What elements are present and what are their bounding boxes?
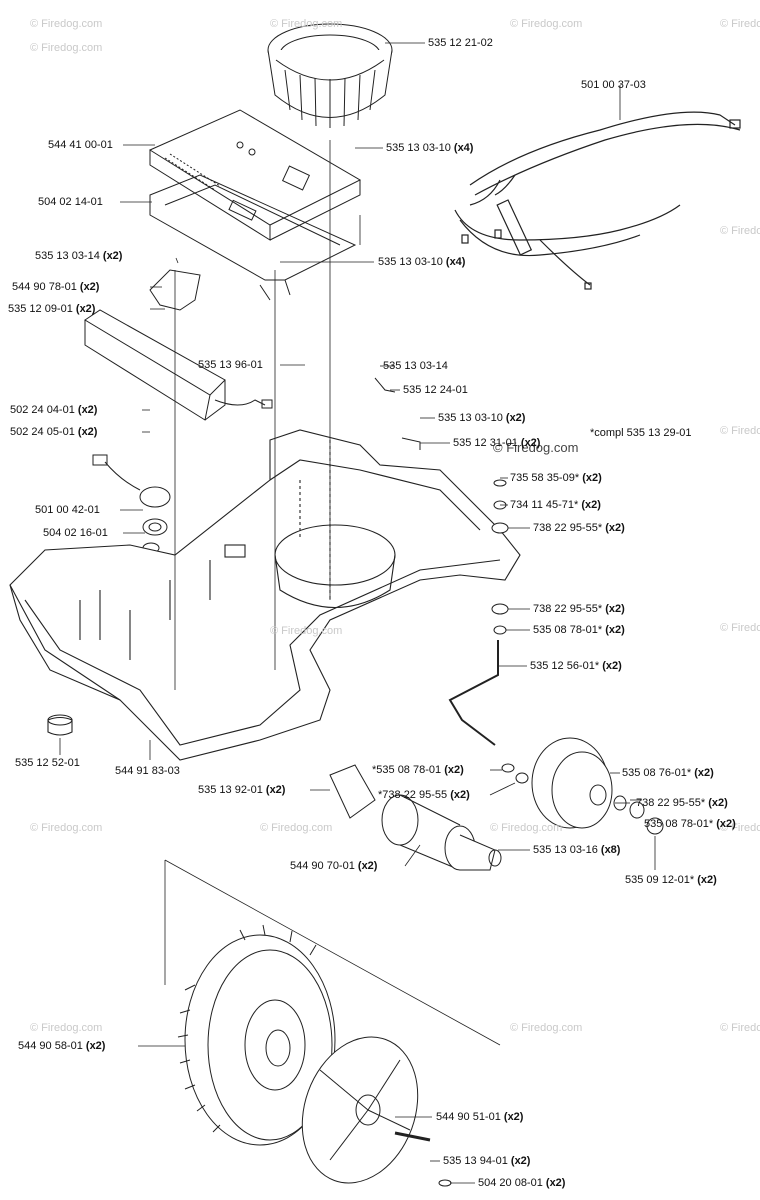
watermark: © Firedog.com [490, 822, 563, 834]
watermark: © Firedog.com [30, 1022, 103, 1034]
part-label: 535 12 56-01* (x2) [530, 660, 622, 672]
chassis-part [9, 429, 521, 761]
circuit-board-part [148, 109, 362, 241]
part-label: 535 12 31-01 (x2) [453, 437, 541, 449]
part-label: 535 13 03-14 [383, 360, 448, 372]
part-label: 735 58 35-09* (x2) [510, 472, 602, 484]
part-label: 535 13 03-14 (x2) [35, 250, 123, 262]
screw-part [394, 1131, 431, 1142]
motor-part [381, 794, 502, 871]
watermark: © Firedog.com [510, 1022, 583, 1034]
watermark: © Firedog.com [270, 18, 343, 30]
part-label: 535 08 76-01* (x2) [622, 767, 714, 779]
watermark: © Firedog.com [30, 18, 103, 30]
speaker-part [92, 454, 171, 554]
part-label: 501 00 37-03 [581, 79, 646, 91]
part-label: 502 24 04-01 (x2) [10, 404, 98, 416]
leader-lines [59, 42, 656, 1184]
part-label: 544 90 70-01 (x2) [290, 860, 378, 872]
clip-part-2 [401, 437, 421, 450]
clip-part [374, 377, 396, 393]
part-label: 535 13 03-10 (x4) [386, 142, 474, 154]
part-label: 504 02 14-01 [38, 196, 103, 208]
part-label: 535 13 03-10 (x4) [378, 256, 466, 268]
part-label: 738 22 95-55* (x2) [533, 522, 625, 534]
part-label: 535 12 21-02 [428, 37, 493, 49]
part-label: 535 12 24-01 [403, 384, 468, 396]
part-label: 544 90 58-01 (x2) [18, 1040, 106, 1052]
board-tray-part [149, 174, 357, 301]
part-label: 535 13 03-10 (x2) [438, 412, 526, 424]
watermark: © Firedog.com [720, 225, 760, 237]
battery-pack-part [84, 309, 273, 421]
watermark: © Firedog.com [720, 425, 760, 437]
right-wheel-part [501, 737, 664, 835]
watermark: © Firedog.com [30, 822, 103, 834]
part-label: 535 08 78-01* (x2) [533, 624, 625, 636]
part-label: 544 90 51-01 (x2) [436, 1111, 524, 1123]
watermark: © Firedog.com [720, 18, 760, 30]
part-label: 501 00 42-01 [35, 504, 100, 516]
alignment-lines [164, 140, 501, 1046]
watermark: © Firedog.com [510, 18, 583, 30]
part-label: 535 12 52-01 [15, 757, 80, 769]
drive-wheel-part [177, 924, 336, 1146]
compl-note: *compl 535 13 29-01 [590, 427, 692, 439]
cap-part [438, 1179, 452, 1187]
watermark: © Firedog.com [720, 822, 760, 834]
gasket-part [329, 764, 376, 819]
part-label: 738 22 95-55* (x2) [533, 603, 625, 615]
part-label: 502 24 05-01 (x2) [10, 426, 98, 438]
part-label: 504 20 08-01 (x2) [478, 1177, 566, 1189]
part-label: 544 90 78-01 (x2) [12, 281, 100, 293]
part-label: 504 02 16-01 [43, 527, 108, 539]
part-label: 738 22 95-55* (x2) [636, 797, 728, 809]
part-label: 535 09 12-01* (x2) [625, 874, 717, 886]
part-label: 535 13 92-01 (x2) [198, 784, 286, 796]
watermark: © Firedog.com [720, 622, 760, 634]
part-label: 535 12 09-01 (x2) [8, 303, 96, 315]
part-label: 535 08 78-01* (x2) [644, 818, 736, 830]
wheel-shaft-part [448, 640, 499, 746]
part-label: 535 13 94-01 (x2) [443, 1155, 531, 1167]
part-label: 535 13 03-16 (x8) [533, 844, 621, 856]
wire-harness-part [454, 111, 741, 290]
part-label: 544 41 00-01 [48, 139, 113, 151]
brand-mark: © Firedog.com [493, 440, 579, 455]
watermark: © Firedog.com [720, 1022, 760, 1034]
watermark: © Firedog.com [30, 42, 103, 54]
part-label: 535 13 96-01 [198, 359, 263, 371]
part-label: 544 91 83-03 [115, 765, 180, 777]
part-label: 734 11 45-71* (x2) [510, 499, 601, 511]
hub-cap-part [301, 1036, 419, 1184]
watermark: © Firedog.com [260, 822, 333, 834]
watermark: © Firedog.com [270, 625, 343, 637]
part-label: *738 22 95-55 (x2) [378, 789, 470, 801]
drum-part [267, 23, 393, 128]
part-label: *535 08 78-01 (x2) [372, 764, 464, 776]
